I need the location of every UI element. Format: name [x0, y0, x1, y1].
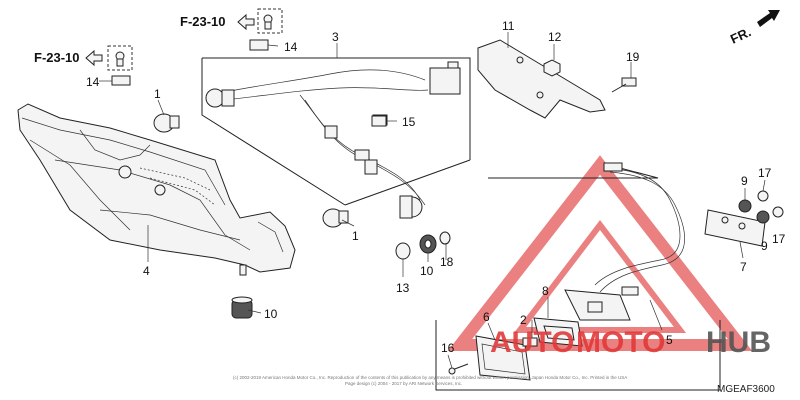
screw-top	[257, 8, 283, 34]
watermark-logo	[447, 155, 753, 351]
watermark-text-b: MOTO	[576, 326, 665, 359]
watermark-text-c: HUB	[706, 326, 771, 359]
screw-left	[107, 45, 133, 71]
front-label: FR.	[728, 24, 753, 46]
wire-harness-group	[201, 57, 471, 219]
callout-15: 15	[402, 115, 416, 129]
callout-7: 7	[740, 260, 747, 274]
callout-17: 17	[758, 166, 772, 180]
diagram-code: MGEAF3600	[717, 384, 775, 395]
arrow-left-icon	[237, 13, 255, 31]
callout-19: 19	[626, 50, 640, 64]
callout-4: 4	[143, 264, 150, 278]
leader-lines	[99, 32, 766, 369]
callout-1: 1	[154, 87, 161, 101]
callout-labels: 1 1 2 3 4 5 6 7 8 9 9 10 10 11 12 13 14 …	[86, 19, 786, 355]
license-lens-6	[475, 335, 531, 381]
grommet-9-top	[738, 199, 752, 213]
arrow-up-right-icon	[757, 10, 780, 27]
callout-2: 2	[520, 313, 527, 327]
callout-6: 6	[483, 310, 490, 324]
arrow-left-icon	[85, 49, 103, 67]
bulb-1-lower	[322, 208, 349, 228]
callout-9: 9	[741, 174, 748, 188]
section-ref-label: F-23-10	[34, 50, 80, 65]
bulb-1-top	[153, 113, 180, 133]
screw-15	[371, 115, 387, 127]
callout-10: 10	[264, 307, 278, 321]
callout-10: 10	[420, 264, 434, 278]
watermark-text: AUTO MOTO HUB	[490, 326, 771, 359]
screw-16	[448, 363, 469, 375]
callout-5: 5	[666, 333, 673, 347]
section-ref-top: F-23-10	[180, 13, 255, 31]
callout-17: 17	[772, 232, 786, 246]
callout-12: 12	[548, 30, 562, 44]
callout-9: 9	[761, 239, 768, 253]
front-direction: FR.	[728, 10, 780, 47]
callout-14: 14	[284, 40, 298, 54]
callout-3: 3	[332, 30, 339, 44]
copyright-line-2: Page design (c) 2004 - 2017 by ARI Netwo…	[345, 381, 462, 386]
callout-16: 16	[441, 341, 455, 355]
grommet-9-bottom	[756, 210, 770, 224]
callout-8: 8	[542, 284, 549, 298]
subassembly-bracket	[435, 320, 721, 391]
license-light-harness	[488, 162, 685, 296]
callout-1: 1	[352, 229, 359, 243]
section-ref-label: F-23-10	[180, 14, 226, 29]
bulb-2	[522, 337, 538, 347]
grommet-10-bottom	[231, 296, 253, 319]
clip-14-top	[249, 39, 269, 51]
reflector-plate-7	[704, 209, 766, 247]
clip-14-left	[111, 75, 131, 86]
callout-13: 13	[396, 281, 410, 295]
grommet-10-mid	[419, 234, 437, 254]
callout-14: 14	[86, 75, 100, 89]
washer-18	[439, 231, 451, 245]
watermark-text-a: AUTO	[490, 326, 574, 359]
gasket-8	[533, 317, 583, 347]
bolt-19	[611, 77, 637, 93]
taillight-housing	[17, 103, 296, 276]
nut-12	[543, 59, 561, 77]
bracket-11	[477, 39, 606, 119]
nut-17-top	[757, 190, 769, 202]
nut-17-bottom	[772, 206, 784, 218]
license-light-lens-5	[564, 289, 631, 321]
callout-18: 18	[440, 255, 454, 269]
collar-13	[395, 242, 411, 260]
section-ref-left: F-23-10	[34, 49, 103, 67]
copyright-line-1: (c) 2002-2019 American Honda Motor Co., …	[233, 375, 627, 380]
callout-11: 11	[502, 19, 515, 33]
